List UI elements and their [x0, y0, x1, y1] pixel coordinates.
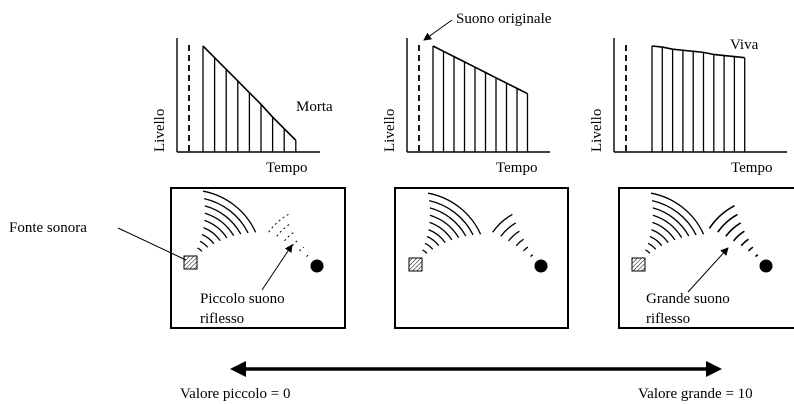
- reflected-arc: [530, 254, 534, 258]
- reflected-arc: [508, 230, 520, 242]
- room-small-reflection: [170, 187, 346, 329]
- large-reflection-label-2: riflesso: [646, 311, 690, 327]
- reflected-arc: [747, 246, 754, 252]
- large-reflection-label-1: Grande suono: [646, 291, 730, 307]
- decay-envelope: [432, 45, 528, 95]
- wave-arc: [649, 235, 663, 247]
- scale-max-label: Valore grande = 10: [638, 386, 753, 402]
- reflected-arc: [492, 213, 513, 233]
- reflected-arc: [717, 213, 738, 233]
- source-label: Fonte sonora: [9, 220, 87, 236]
- reflected-arc: [284, 230, 296, 242]
- original-sound-arrow: [423, 19, 453, 41]
- wave-arc: [652, 207, 690, 237]
- small-reflection-label-2: riflesso: [200, 311, 244, 327]
- sound-source-square: [408, 257, 423, 272]
- y-axis-label: Livello: [382, 109, 398, 152]
- room-box: [394, 187, 569, 329]
- live-label: Viva: [730, 37, 759, 53]
- x-axis-label: Tempo: [266, 160, 307, 176]
- reflected-waves: [492, 213, 534, 258]
- wave-arc: [201, 233, 215, 245]
- wave-arc: [424, 242, 434, 250]
- level-time-graph-original: Livello Tempo Suono originale: [382, 11, 552, 176]
- wave-arc: [651, 228, 669, 243]
- sound-waves: [645, 192, 705, 254]
- level-time-graph-dead: Livello Tempo Morta: [152, 38, 333, 176]
- reflection-bars: [432, 45, 529, 152]
- listener-dot: [534, 259, 548, 273]
- reflected-arc: [268, 213, 289, 233]
- decay-envelope: [651, 45, 745, 59]
- listener-dot: [759, 259, 773, 273]
- scale-arrow: [230, 361, 722, 377]
- wave-arc: [652, 221, 676, 241]
- wave-arc: [647, 242, 657, 250]
- room-box: [170, 187, 346, 329]
- room-no-label: [394, 187, 569, 329]
- wave-arc: [652, 214, 683, 239]
- reflected-arc: [755, 254, 759, 258]
- source-pointer: [117, 227, 187, 261]
- wave-arc: [652, 199, 697, 236]
- reflected-arc: [732, 230, 745, 242]
- original-sound-label: Suono originale: [456, 11, 552, 27]
- wave-arc: [650, 192, 705, 235]
- reflected-arc: [291, 238, 300, 247]
- reflected-arc: [740, 238, 749, 247]
- wave-arc: [204, 205, 242, 235]
- sound-waves: [422, 192, 482, 254]
- reflected-arc: [306, 254, 310, 257]
- wave-arc: [202, 190, 257, 233]
- wave-arc: [204, 197, 249, 234]
- wave-arc: [199, 240, 209, 248]
- reflected-arc: [299, 246, 305, 252]
- listener-dot: [310, 259, 324, 273]
- wave-arc: [429, 214, 460, 239]
- wave-arc: [429, 207, 467, 237]
- large-reflection-arrow: [687, 247, 729, 293]
- sound-waves: [197, 190, 257, 252]
- reflected-arc: [725, 222, 742, 237]
- sound-source-square: [183, 255, 198, 270]
- wave-arc: [429, 199, 474, 236]
- decay-envelope: [202, 45, 297, 141]
- x-axis-label: Tempo: [731, 160, 772, 176]
- wave-arc: [427, 192, 482, 235]
- reflection-bars: [651, 45, 746, 152]
- reflected-arc: [500, 222, 517, 237]
- wave-arc: [428, 228, 446, 243]
- wave-arc: [426, 235, 440, 247]
- reflected-waves: [708, 204, 759, 258]
- reflected-arc: [708, 204, 735, 229]
- sound-source-square: [631, 257, 646, 272]
- level-time-graph-live: Livello Tempo Viva: [589, 37, 787, 176]
- wave-arc: [203, 226, 221, 241]
- dead-label: Morta: [296, 99, 333, 115]
- x-axis-label: Tempo: [496, 160, 537, 176]
- reflected-arc: [523, 246, 529, 252]
- room-large-reflection: [618, 187, 794, 329]
- y-axis-label: Livello: [152, 109, 168, 152]
- y-axis-label: Livello: [589, 109, 605, 152]
- reflected-arc: [515, 238, 524, 247]
- wave-arc: [197, 247, 203, 252]
- reflection-bars: [202, 45, 297, 152]
- room-box: [618, 187, 794, 329]
- wave-arc: [429, 221, 453, 241]
- reflected-arc: [276, 222, 292, 237]
- wave-arc: [204, 219, 228, 239]
- wave-arc: [204, 212, 235, 237]
- wave-arc: [645, 249, 651, 254]
- small-reflection-arrow: [261, 244, 293, 291]
- scale-min-label: Valore piccolo = 0: [180, 386, 291, 402]
- small-reflection-label-1: Piccolo suono: [200, 291, 285, 307]
- wave-arc: [422, 249, 428, 254]
